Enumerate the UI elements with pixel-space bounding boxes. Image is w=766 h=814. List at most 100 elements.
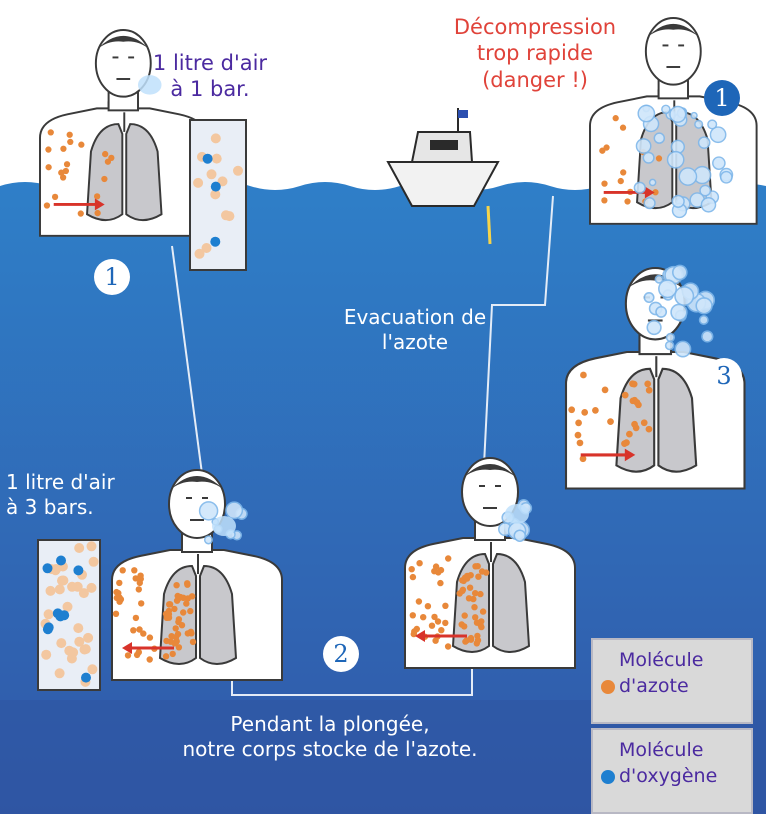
label-air-3bars-line1: 1 litre d'air [6,470,146,495]
bubble [672,195,684,207]
nitrogen-molecule [580,372,587,379]
nitrogen-molecule [116,580,122,586]
nitrogen-molecule [630,397,637,404]
nitrogen-molecule [416,598,422,604]
nitrogen-molecule [624,198,630,204]
nitrogen-molecule [147,656,153,662]
nitrogen-molecule [44,202,50,208]
bubble [205,536,213,544]
legend-oxygen-line1: Molécule [619,738,717,764]
nitrogen-molecule [462,612,468,618]
nitrogen-molecule [410,612,416,618]
nitrogen-molecule [420,614,426,620]
nitrogen-molecule [429,623,435,629]
oxygen-molecule [59,610,69,620]
bubble [713,157,725,169]
nitrogen-molecule [44,609,54,619]
nitrogen-molecule [87,664,97,674]
nitrogen-molecule [601,197,607,203]
nitrogen-molecule [163,653,169,659]
nitrogen-molecule [435,618,441,624]
nitrogen-molecule [171,606,177,612]
nitrogen-molecule [442,603,448,609]
label-air-1bar: 1 litre d'air à 1 bar. [140,50,280,103]
nitrogen-molecule [168,633,174,639]
bubble [666,342,674,350]
nitrogen-molecule [577,440,584,447]
nitrogen-molecule [471,604,477,610]
nitrogen-molecule [67,139,73,145]
bubble [644,293,653,302]
nitrogen-molecule [618,178,624,184]
nitrogen-molecule [460,587,466,593]
nitrogen-molecule [620,125,626,131]
nitrogen-molecule [607,418,614,425]
nitrogen-molecule [166,601,172,607]
bubble [695,121,703,129]
nitrogen-molecule [55,668,65,678]
nitrogen-molecule [180,595,186,601]
nitrogen-molecule [575,420,582,427]
oxygen-molecule [73,565,83,575]
bubble [636,139,650,153]
nitrogen-molecule [41,650,51,660]
nitrogen-molecule [187,608,193,614]
nitrogen-molecule [184,582,190,588]
bubble [691,113,697,119]
nitrogen-molecule [592,407,599,414]
nitrogen-molecule [168,639,174,645]
nitrogen-molecule [211,133,221,143]
nitrogen-molecule [622,392,629,399]
nitrogen-molecule [52,194,58,200]
nitrogen-molecule [83,633,93,643]
nitrogen-molecule [646,426,653,433]
oxygen-molecule [56,556,66,566]
oxygen-molecule [43,624,53,634]
nitrogen-molecule [613,115,619,121]
nitrogen-molecule [174,638,180,644]
nitrogen-molecule [416,560,422,566]
bubble [675,287,693,305]
regulator [212,516,236,536]
bubble [662,105,670,113]
bubble [654,133,664,143]
nitrogen-molecule [125,652,131,658]
nitrogen-molecule [425,603,431,609]
nitrogen-molecule [623,439,630,446]
nitrogen-molecule [475,637,481,643]
nitrogen-molecule [67,654,77,664]
oxygen-molecule [81,673,91,683]
label-storage-line2: notre corps stocke de l'azote. [120,737,540,762]
nitrogen-molecule [176,644,182,650]
nitrogen-molecule [137,580,143,586]
nitrogen-molecule [175,631,181,637]
nitrogen-molecule [102,151,108,157]
nitrogen-molecule [472,590,478,596]
nitrogen-molecule [183,600,189,606]
nitrogen-molecule [432,638,438,644]
nitrogen-molecule [57,576,67,586]
nitrogen-molecule [442,620,448,626]
nitrogen-molecule [635,401,642,408]
oxygen-molecule [211,182,221,192]
nitrogen-molecule [67,132,73,138]
nitrogen-molecule [45,146,51,152]
nitrogen-molecule [173,625,179,631]
bubble [721,172,732,183]
nitrogen-molecule [568,406,575,413]
bubble [708,120,717,129]
nitrogen-molecule [472,563,478,569]
bubble [699,137,710,148]
legend-oxygen-text: Molécule d'oxygène [619,738,717,789]
label-evacuation-line1: Evacuation de [320,305,510,330]
nitrogen-molecule [55,584,65,594]
nitrogen-molecule [445,643,451,649]
nitrogen-molecule [79,588,89,598]
label-air-3bars-line2: à 3 bars. [6,495,146,520]
nitrogen-molecule [113,611,119,617]
bubble [668,152,684,168]
label-storage-line1: Pendant la plongée, [120,712,540,737]
nitrogen-molecule [575,432,582,439]
label-decompression-line2: trop rapide [440,40,630,66]
